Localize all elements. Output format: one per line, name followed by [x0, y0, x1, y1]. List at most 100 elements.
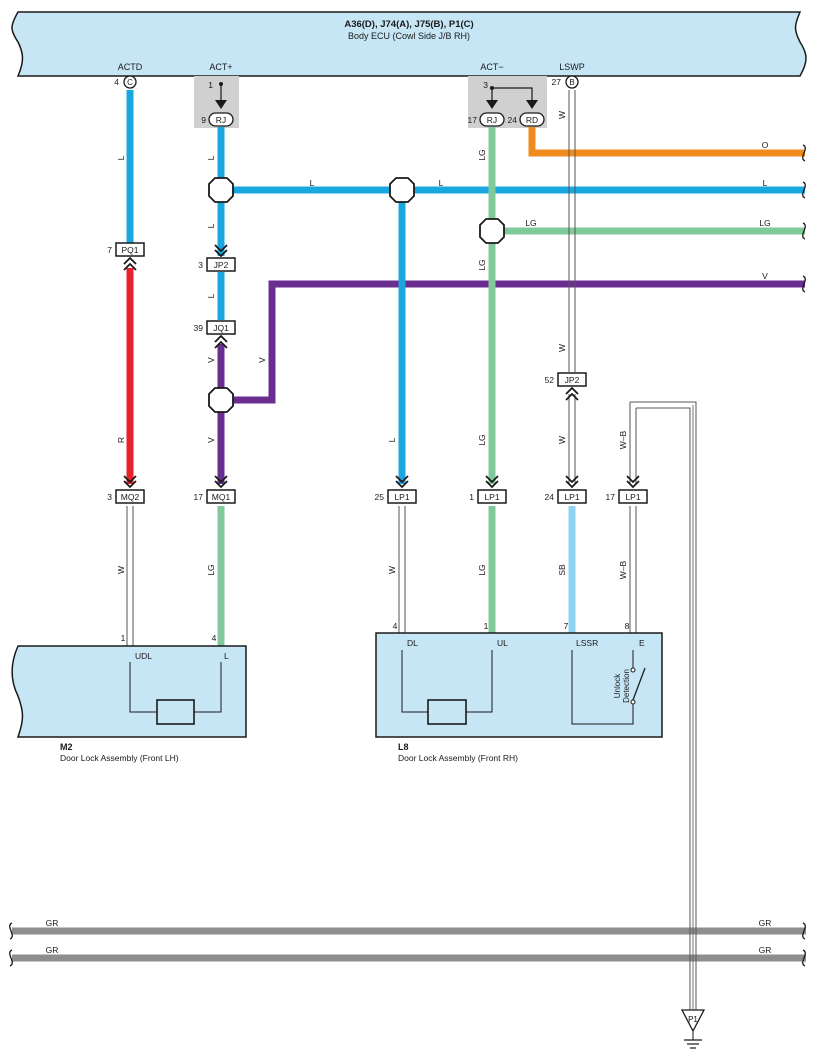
svg-text:24: 24 [545, 492, 555, 502]
svg-text:17: 17 [194, 492, 204, 502]
svg-text:52: 52 [545, 375, 555, 385]
l8-motor [427, 699, 467, 725]
svg-text:1: 1 [208, 80, 213, 90]
connector-pq1 [115, 242, 145, 257]
m2-name: Door Lock Assembly (Front LH) [60, 753, 179, 763]
svg-text:W: W [557, 111, 567, 119]
svg-text:LG: LG [759, 218, 770, 228]
svg-text:RJ: RJ [216, 115, 226, 125]
svg-text:3: 3 [483, 80, 488, 90]
svg-text:V: V [257, 357, 267, 363]
inline-connectors: PQ1 7 JP2 3 JQ1 39 JP2 52 MQ2 3 MQ1 17 L… [107, 242, 648, 504]
m2-id: M2 [60, 742, 73, 752]
connector-lp1-24 [557, 489, 587, 504]
svg-text:LG: LG [206, 564, 216, 575]
svg-text:JP2: JP2 [214, 260, 229, 270]
svg-text:B: B [569, 78, 574, 87]
ground-p1: P1 [680, 1009, 706, 1049]
svg-text:GR: GR [759, 945, 772, 955]
terminal-lswp-label: LSWP [559, 62, 585, 72]
junction-connectors: RJ 9 RJ 17 RD 24 [201, 112, 545, 127]
svg-text:8: 8 [625, 621, 630, 631]
svg-text:LP1: LP1 [625, 492, 640, 502]
svg-text:W–B: W–B [618, 560, 628, 579]
svg-text:UDL: UDL [135, 651, 152, 661]
svg-text:LSSR: LSSR [576, 638, 598, 648]
splices [208, 177, 505, 413]
svg-text:4: 4 [114, 77, 119, 87]
svg-text:7: 7 [564, 621, 569, 631]
connector-jq1 [206, 320, 236, 335]
svg-text:V: V [206, 437, 216, 443]
svg-text:LG: LG [477, 564, 487, 575]
svg-text:LG: LG [477, 149, 487, 160]
svg-text:UL: UL [497, 638, 508, 648]
svg-text:LG: LG [477, 434, 487, 445]
svg-text:L: L [439, 178, 444, 188]
connector-jp2-right [557, 372, 587, 387]
connector-jp2-left [206, 257, 236, 272]
splice-1 [208, 177, 234, 203]
body-ecu-name: Body ECU (Cowl Side J/B RH) [348, 31, 470, 41]
svg-text:GR: GR [759, 918, 772, 928]
svg-text:3: 3 [198, 260, 203, 270]
svg-text:GR: GR [46, 945, 59, 955]
terminal-actminus-label: ACT− [480, 62, 503, 72]
svg-text:3: 3 [107, 492, 112, 502]
wire-labels: L L L L V V V R L LG LG LG W W W W–B W L… [46, 111, 772, 955]
svg-text:L: L [387, 437, 397, 442]
chevron-markers [123, 244, 640, 489]
svg-text:L: L [763, 178, 768, 188]
white-wires [126, 90, 697, 1010]
connector-lp1-1 [477, 489, 507, 504]
svg-text:1: 1 [469, 492, 474, 502]
ecu-terminal-markers: C 4 1 3 B 27 [114, 75, 579, 100]
svg-text:L: L [224, 651, 229, 661]
l8-switch [632, 667, 646, 701]
splice-3 [479, 218, 505, 244]
svg-text:7: 7 [107, 245, 112, 255]
l8-box [375, 632, 663, 738]
svg-text:W: W [116, 566, 126, 574]
svg-text:1: 1 [121, 633, 126, 643]
svg-text:Unlock: Unlock [613, 673, 622, 698]
m2-motor [156, 699, 195, 725]
svg-text:24: 24 [508, 115, 518, 125]
svg-text:R: R [116, 437, 126, 443]
svg-text:39: 39 [194, 323, 204, 333]
svg-text:MQ2: MQ2 [121, 492, 140, 502]
svg-text:MQ1: MQ1 [212, 492, 231, 502]
svg-text:W: W [557, 436, 567, 444]
l8-door-lock: 4 1 7 8 DL UL LSSR E Unlock Detection L8… [375, 621, 663, 763]
wire-break-marks [9, 144, 806, 967]
svg-text:27: 27 [552, 77, 562, 87]
splice-2 [389, 177, 415, 203]
svg-text:E: E [639, 638, 645, 648]
svg-text:JQ1: JQ1 [213, 323, 229, 333]
body-ecu: A36(D), J74(A), J75(B), P1(C) Body ECU (… [11, 11, 807, 77]
svg-text:DL: DL [407, 638, 418, 648]
body-ecu-connectors: A36(D), J74(A), J75(B), P1(C) [344, 19, 473, 30]
svg-text:9: 9 [201, 115, 206, 125]
l8-name: Door Lock Assembly (Front RH) [398, 753, 518, 763]
svg-text:L: L [206, 293, 216, 298]
svg-text:17: 17 [606, 492, 616, 502]
connector-lp1-17 [618, 489, 648, 504]
svg-text:W: W [387, 566, 397, 574]
svg-text:V: V [762, 271, 768, 281]
connector-mq2 [115, 489, 145, 504]
svg-text:JP2: JP2 [565, 375, 580, 385]
m2-door-lock: 1 4 UDL L M2 Door Lock Assembly (Front L… [11, 633, 247, 763]
svg-text:4: 4 [212, 633, 217, 643]
wire-v-branch [221, 280, 805, 404]
l8-id: L8 [398, 742, 409, 752]
m2-box [11, 645, 247, 738]
svg-text:LP1: LP1 [564, 492, 579, 502]
terminal-actplus-label: ACT+ [209, 62, 232, 72]
svg-text:25: 25 [375, 492, 385, 502]
svg-text:LG: LG [525, 218, 536, 228]
connector-lp1-25 [387, 489, 417, 504]
body-ecu-box [11, 11, 807, 77]
terminal-actd-label: ACTD [118, 62, 143, 72]
